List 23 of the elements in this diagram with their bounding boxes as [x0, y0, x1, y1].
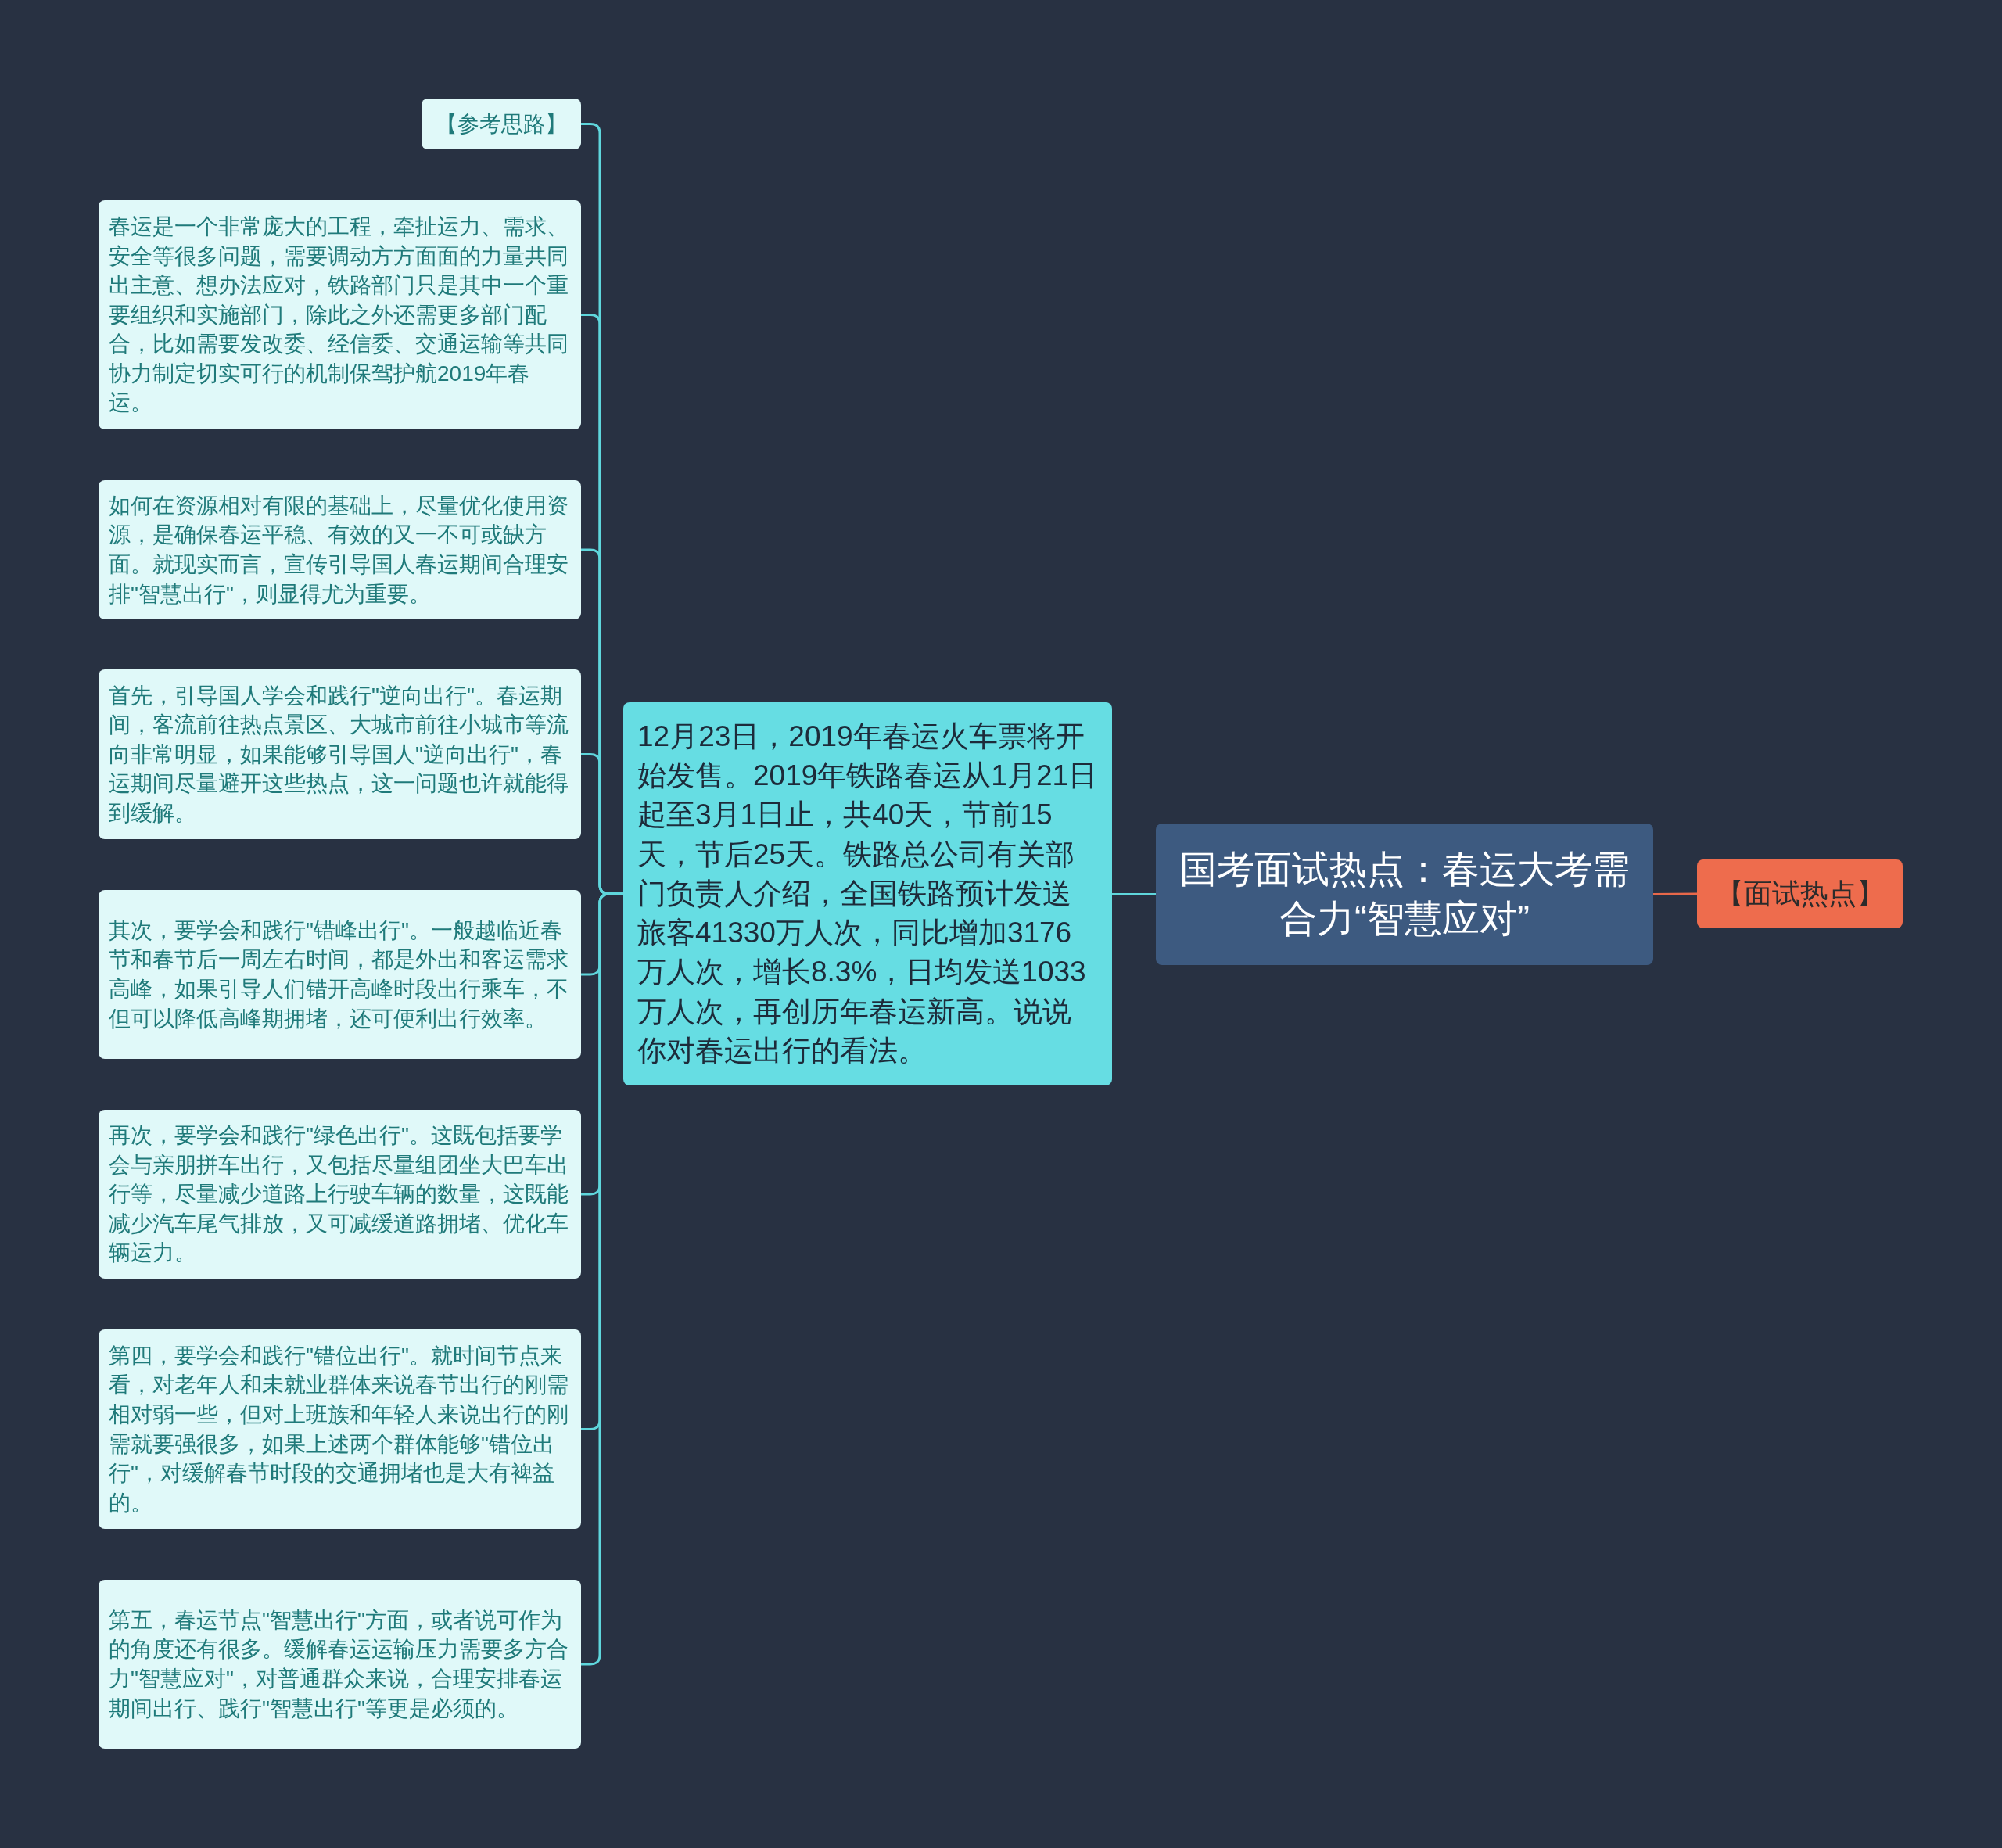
- heading-text: 【参考思路】: [436, 110, 567, 138]
- idea-box: [99, 1580, 581, 1749]
- connector-line: [1112, 893, 1156, 895]
- idea-text: 春运是一个非常庞大的工程，牵扯运力、需求、安全等很多问题，需要调动方方面面的力量共同出主意、想办法应对，铁路部门只是其中一个重要组织和实施部门，除此之外还需更多部门配合，比如需要发改委、经信委、交通运输等共同协力制定切实可行的机制保驾护航2019年春运。: [109, 214, 569, 417]
- idea-text: 第四，要学会和践行"错位出行"。就时间节点来看，对老年人和未就业群体来说春节出行的刚需相对弱一些，但对上班族和年轻人来说出行的刚需就要强很多，如果上述两个群体能够"错位出行"，对缓解春节时段的交通拥堵也是大有裨益的。: [109, 1342, 569, 1516]
- idea-box: [99, 669, 581, 839]
- idea-box: [99, 1110, 581, 1279]
- tag-text: 【面试热点】: [1715, 876, 1885, 911]
- idea-text: 再次，要学会和践行"绿色出行"。这既包括要学会与亲朋拼车出行，又包括尽量组团坐大巴车出行等，尽量减少道路上行驶车辆的数量，这既能减少汽车尾气排放，又可减缓道路拥堵、优化车辆运力。: [109, 1122, 569, 1267]
- idea-box: [99, 890, 581, 1059]
- topic-box: [1156, 824, 1653, 965]
- idea-box: [99, 1329, 581, 1529]
- tag-box: [1697, 859, 1903, 928]
- idea-box: [99, 480, 581, 619]
- idea-box: [99, 200, 581, 429]
- idea-text: 第五，春运节点"智慧出行"方面，或者说可作为的角度还有很多。缓解春运运输压力需要多方合力"智慧应对"，对普通群众来说，合理安排春运期间出行、践行"智慧出行"等更是必须的。: [109, 1606, 569, 1722]
- question-text: 12月23日，2019年春运火车票将开始发售。2019年铁路春运从1月21日起至3月1日止，共40天，节前15天，节后25天。铁路总公司有关部门负责人介绍，全国铁路预计发送旅客41330万人次，同比增加3176万人次，增长8.3%，日均发送1033万人次，再创历年春运新高。说说你对春运出行的看法。: [637, 719, 1098, 1069]
- topic-text: 国考面试热点：春运大考需合力“智慧应对”: [1179, 848, 1630, 941]
- connector-line: [1653, 892, 1697, 895]
- idea-text: 其次，要学会和践行"错峰出行"。一般越临近春节和春节后一周左右时间，都是外出和客运需求高峰，如果引导人们错开高峰时段出行乘车，不但可以降低高峰期拥堵，还可便利出行效率。: [109, 917, 569, 1032]
- idea-text: 首先，引导国人学会和践行"逆向出行"。春运期间，客流前往热点景区、大城市前往小城市等流向非常明显，如果能够引导国人"逆向出行"，春运期间尽量避开这些热点，这一问题也许就能得到缓解。: [109, 682, 569, 827]
- heading-box: [422, 99, 581, 149]
- idea-text: 如何在资源相对有限的基础上，尽量优化使用资源，是确保春运平稳、有效的又一不可或缺方面。就现实而言，宣传引导国人春运期间合理安排"智慧出行"，则显得尤为重要。: [109, 492, 569, 608]
